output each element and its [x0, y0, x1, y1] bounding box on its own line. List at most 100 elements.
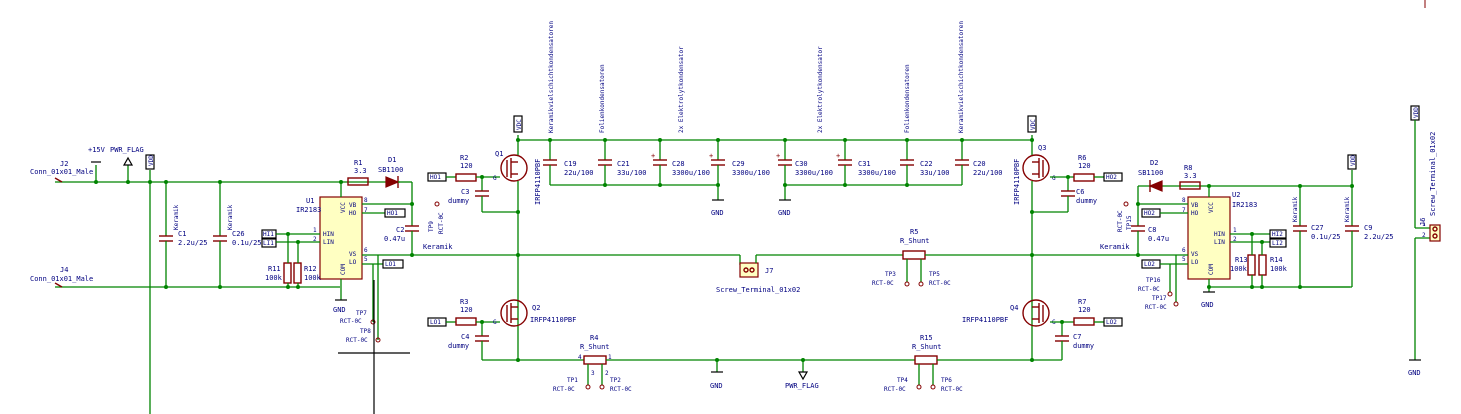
c3-ref: C3 — [461, 188, 469, 196]
u1-pin7-num: 7 — [364, 207, 368, 214]
c30-note: 2x Elektrolytkondensator — [817, 46, 824, 133]
r12-value: 100k — [304, 274, 322, 282]
u1-value: IR2183 — [296, 206, 321, 214]
right-half-bridge: VDC Q3 IRFP4110PBF G R6 120 HO2 C6 dummy… — [962, 115, 1123, 362]
r14-ref: R14 — [1270, 256, 1283, 264]
r11-value: 100k — [265, 274, 283, 282]
gnd-u2: GND — [1201, 301, 1214, 309]
q4-ref: Q4 — [1010, 304, 1018, 312]
u2-pin5-num: 5 — [1182, 256, 1186, 263]
c4-value: dummy — [448, 342, 469, 350]
tp7-ref: TP7 — [356, 310, 367, 317]
j4-ref: J4 — [60, 266, 68, 274]
r4-pin3: 3 — [591, 370, 595, 377]
pwr-flag-center: PWR_FLAG — [785, 382, 819, 390]
r3-ref: R3 — [460, 298, 468, 306]
c19-ref: C19 — [564, 160, 577, 168]
u2-pin-vs: VS — [1191, 251, 1199, 258]
c27-ref: C27 — [1311, 224, 1324, 232]
u2-pin2-num: 2 — [1233, 236, 1237, 243]
u2-pin-lo: LO — [1191, 259, 1199, 266]
gnd-center: GND — [710, 382, 723, 390]
r15-ref: R15 — [920, 334, 933, 342]
tp8-value: RCT-0C — [346, 337, 368, 344]
ho1-label: HO1 — [387, 210, 398, 217]
tp3-value: RCT-0C — [872, 280, 894, 287]
left-input-section: J2 Conn_01x01_Male J4 Conn_01x01_Male +1… — [30, 146, 400, 414]
r8-value: 3.3 — [1184, 172, 1197, 180]
tp2-value: RCT-0C — [610, 386, 632, 393]
c27-value: 0.1u/25 — [1311, 233, 1341, 241]
vdd-label-j6: VDD — [1413, 107, 1420, 118]
c20-ref: C20 — [973, 160, 986, 168]
c19-note: Keramikvielschichtkondensatoren — [548, 21, 555, 133]
q3-value: IRFP4110PBF — [1013, 159, 1021, 205]
u1-pin1-num: 1 — [313, 227, 317, 234]
j6-body — [1429, 224, 1441, 242]
d1-ref: D1 — [388, 156, 396, 164]
c30-value: 3300u/100 — [795, 169, 833, 177]
lo1-label: LO1 — [385, 261, 396, 268]
tp16-value: RCT-0C — [1138, 286, 1160, 293]
c19-value: 22u/100 — [564, 169, 594, 177]
ho1-label-2: HO1 — [430, 174, 441, 181]
c21-value: 33u/100 — [617, 169, 647, 177]
c8-keramik: Keramik — [1100, 243, 1130, 251]
hi1-label: HI1 — [263, 231, 274, 238]
u1-pin6-num: 6 — [364, 247, 368, 254]
u1-pin2-num: 2 — [313, 236, 317, 243]
c31-value: 3300u/100 — [858, 169, 896, 177]
r2-ref: R2 — [460, 154, 468, 162]
r8-ref: R8 — [1184, 164, 1192, 172]
q2-ref: Q2 — [532, 304, 540, 312]
c26-value: 0.1u/25 — [232, 239, 262, 247]
u1-pin-ho: HO — [349, 210, 357, 217]
tp16-ref: TP16 — [1146, 277, 1161, 284]
pwr-flag-label: PWR_FLAG — [110, 146, 144, 154]
c3-value: dummy — [448, 197, 469, 205]
r1-ref: R1 — [354, 159, 362, 167]
c21-note: Folienkondensatoren — [599, 64, 606, 133]
c8-value: 0.47u — [1148, 235, 1169, 243]
r15-body — [914, 355, 938, 365]
u1-pin-com: COM — [340, 264, 347, 275]
hi2-label: HI2 — [1272, 231, 1283, 238]
tp15-ref: TP15 — [1126, 215, 1133, 230]
li2-label: LI2 — [1272, 240, 1283, 247]
c20-value: 22u/100 — [973, 169, 1003, 177]
tp1-ref: TP1 — [567, 377, 578, 384]
tp17-value: RCT-0C — [1145, 304, 1167, 311]
r5-value: R_Shunt — [900, 237, 930, 245]
r4-pin2: 2 — [605, 370, 609, 377]
right-supply-section: C27 0.1u/25 Keramik VDD C9 2.2u/25 Keram… — [1292, 105, 1441, 377]
left-half-bridge: HO1 R2 120 C3 dummy Q1 IRFP4110PBF G VDC… — [427, 115, 1032, 362]
vdc-label-right: VDC — [1030, 119, 1037, 130]
svg-text:+: + — [836, 152, 840, 160]
j6-ref: J6 — [1419, 218, 1427, 226]
c2-keramik: Keramik — [423, 243, 453, 251]
c8-ref: C8 — [1148, 226, 1156, 234]
j2-ref: J2 — [60, 160, 68, 168]
gnd-j6: GND — [1408, 369, 1421, 377]
u2-pin-vcc: VCC — [1208, 202, 1215, 213]
c2-value: 0.47u — [384, 235, 405, 243]
c22-ref: C22 — [920, 160, 933, 168]
r1-value: 3.3 — [354, 167, 367, 175]
r6-ref: R6 — [1078, 154, 1086, 162]
d2-ref: D2 — [1150, 159, 1158, 167]
u1-pin-vcc: VCC — [340, 202, 347, 213]
q1-ref: Q1 — [495, 150, 503, 158]
q1-gate-label: G — [493, 175, 497, 182]
c31-ref: C31 — [858, 160, 871, 168]
tp6-value: RCT-0C — [941, 386, 963, 393]
tp1-value: RCT-0C — [553, 386, 575, 393]
r7-ref: R7 — [1078, 298, 1086, 306]
c9-keramik: Keramik — [1344, 196, 1351, 222]
r15-value: R_Shunt — [912, 343, 942, 351]
tp8-ref: TP8 — [360, 328, 371, 335]
c9-ref: C9 — [1364, 224, 1372, 232]
gnd-c29: GND — [711, 209, 724, 217]
j6-pin2: 2 — [1422, 232, 1426, 239]
q4-value: IRFP4110PBF — [962, 316, 1008, 324]
